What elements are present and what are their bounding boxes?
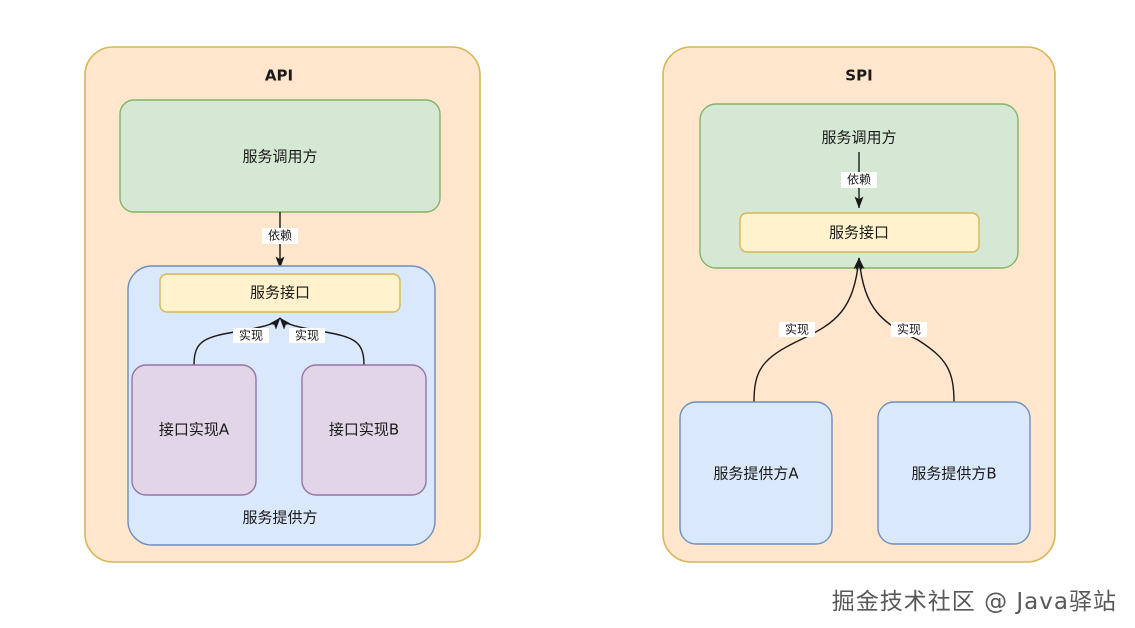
spi-dependency-label-bg <box>841 172 877 188</box>
api-interface-box <box>159 273 401 313</box>
spi-provider-b-label: 服务提供方B <box>911 465 996 483</box>
watermark: 掘金技术社区 @ Java驿站 <box>831 589 1117 615</box>
api-dependency-label-bg <box>262 228 298 244</box>
api-implement-label-b-bg <box>289 328 325 343</box>
spi-provider-a-label: 服务提供方A <box>713 465 799 483</box>
spi-implement-edge-a <box>753 257 863 403</box>
api-implementation-a-box <box>131 364 257 496</box>
api-implement-label-a-bg <box>233 328 269 343</box>
spi-provider-a-box <box>679 401 833 545</box>
panel-api: API 服务调用方 依赖 服务接口 实现 实现 接口实现A <box>84 46 481 563</box>
api-implement-label-a: 实现 <box>239 328 263 343</box>
spi-implement-edge-b <box>855 257 955 403</box>
api-dependency-label: 依赖 <box>268 228 292 243</box>
spi-implement-label-b: 实现 <box>897 322 921 337</box>
spi-provider-b-box <box>877 401 1031 545</box>
spi-dependency-label: 依赖 <box>847 172 871 187</box>
spi-implement-label-a: 实现 <box>785 322 809 337</box>
api-consumer-label: 服务调用方 <box>242 148 317 166</box>
spi-implement-label-b-bg <box>891 322 927 337</box>
api-implementation-b-label: 接口实现B <box>329 421 399 439</box>
spi-panel-title: SPI <box>845 67 872 85</box>
spi-consumer-label: 服务调用方 <box>821 129 896 147</box>
api-provider-container-caption: 服务提供方 <box>242 509 317 527</box>
spi-implement-label-a-bg <box>779 322 815 337</box>
api-implementation-a-label: 接口实现A <box>159 421 230 439</box>
spi-interface-label: 服务接口 <box>829 224 889 242</box>
spi-interface-box <box>739 212 980 253</box>
api-interface-label: 服务接口 <box>250 284 310 302</box>
api-panel-title: API <box>265 67 293 85</box>
api-implement-label-b: 实现 <box>295 328 319 343</box>
panel-spi: SPI 服务调用方 依赖 服务接口 实现 实现 服务提供方A 服务提供方B <box>662 46 1056 563</box>
api-implementation-b-box <box>301 364 427 496</box>
